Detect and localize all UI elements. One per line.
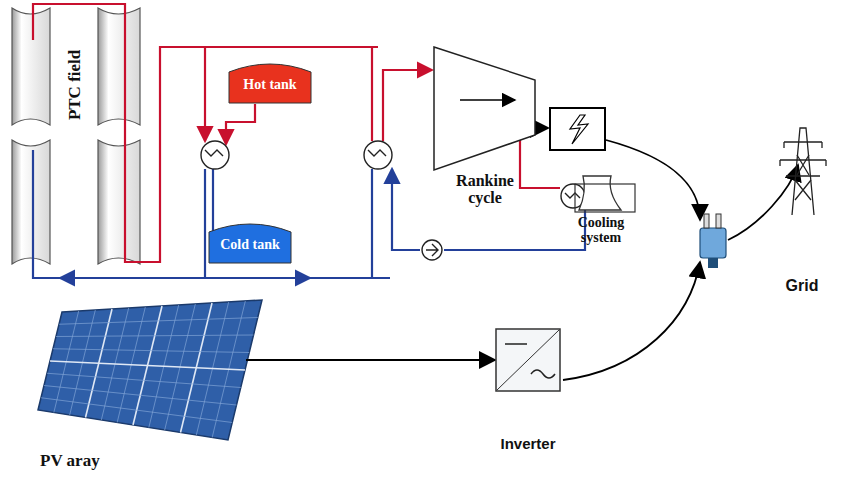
transformer	[700, 214, 726, 268]
power-connector	[246, 359, 495, 361]
pv-array	[38, 300, 262, 440]
node-label: Rankine cycle	[440, 173, 530, 207]
collector-troughs	[12, 8, 140, 264]
generator	[535, 108, 605, 150]
power-wires	[563, 140, 798, 380]
node-label: Hot tank	[234, 78, 306, 93]
cold-tank: Cold tank	[208, 220, 292, 264]
cold-piping	[33, 150, 585, 278]
node-label: Cooling system	[565, 216, 637, 245]
node-label: PV aray	[40, 452, 180, 470]
hot-piping	[33, 4, 560, 262]
inverter-box: Inverter	[495, 328, 561, 392]
heat-exchangers	[201, 141, 585, 260]
hot-tank: Hot tank	[228, 60, 312, 104]
node-label: PTC field	[66, 50, 84, 120]
collector-field: PTC field	[55, 20, 95, 150]
cooling-tower: Cooling system	[565, 172, 637, 258]
node-label: Grid	[770, 278, 834, 295]
node-label: Inverter	[473, 436, 583, 452]
pv-panel: PV aray	[36, 298, 266, 480]
turbine: Rankine cycle	[430, 45, 540, 215]
node-label: Cold tank	[214, 238, 286, 253]
grid-tower: Grid	[770, 120, 834, 302]
